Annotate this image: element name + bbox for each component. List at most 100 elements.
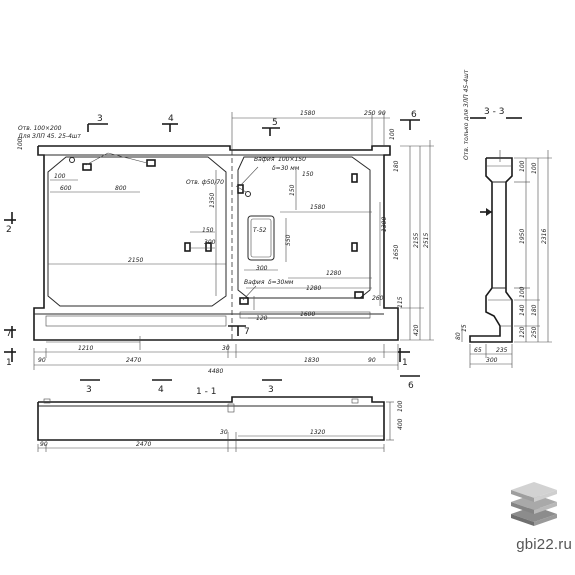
svg-text:250: 250 <box>531 326 538 338</box>
section-label-3-bottom2: 3 <box>268 385 274 395</box>
insert-5 <box>351 242 358 252</box>
svg-text:2150: 2150 <box>128 257 143 264</box>
svg-text:100: 100 <box>17 138 24 150</box>
svg-text:550: 550 <box>285 234 292 246</box>
section-1-1 <box>37 396 394 452</box>
section-label-7-left: 7 <box>6 329 12 339</box>
note-insert2-thk: δ=30мм <box>268 279 294 286</box>
leader-3 <box>235 185 247 193</box>
svg-text:90: 90 <box>38 357 46 364</box>
section-3-3 <box>461 117 552 368</box>
svg-text:1580: 1580 <box>310 204 325 211</box>
section-label-2: 2 <box>6 225 12 235</box>
svg-text:300: 300 <box>204 239 216 246</box>
svg-text:30: 30 <box>220 429 228 436</box>
round-hole-2 <box>69 157 75 163</box>
svg-text:100: 100 <box>519 160 526 172</box>
sill-left <box>45 315 227 327</box>
svg-text:1650: 1650 <box>393 245 400 260</box>
svg-text:400: 400 <box>397 418 404 430</box>
front-view <box>33 145 399 341</box>
svg-text:4480: 4480 <box>208 368 223 375</box>
site-watermark: gbi22.ru <box>516 536 572 553</box>
insert-3 <box>237 184 244 194</box>
insert-8 <box>239 297 249 305</box>
leader-2 <box>85 152 109 166</box>
stacked-slabs-icon <box>511 482 557 526</box>
svg-text:115: 115 <box>397 296 404 308</box>
note-hole-size: Отв. 100×200 <box>18 125 62 132</box>
leader-5 <box>242 285 257 301</box>
section-label-6-bottom: 6 <box>408 381 414 391</box>
section-markers <box>4 119 420 381</box>
svg-text:420: 420 <box>413 324 420 336</box>
svg-text:2155: 2155 <box>413 233 420 248</box>
section-label-3-bottom: 3 <box>86 385 92 395</box>
svg-text:300: 300 <box>486 357 498 364</box>
svg-text:600: 600 <box>60 185 72 192</box>
svg-text:90: 90 <box>368 357 376 364</box>
left-opening <box>47 156 227 307</box>
svg-text:15: 15 <box>461 324 468 332</box>
svg-text:180: 180 <box>531 304 538 316</box>
round-hole <box>245 191 251 197</box>
svg-text:2470: 2470 <box>136 441 151 448</box>
svg-text:1350: 1350 <box>209 193 216 208</box>
panel-outline <box>33 145 399 341</box>
svg-text:150: 150 <box>289 184 296 196</box>
section-label-7-mid: 7 <box>244 327 250 337</box>
svg-text:120: 120 <box>256 315 268 322</box>
insert-6 <box>184 242 191 252</box>
svg-text:235: 235 <box>496 347 508 354</box>
small-window-inner <box>250 218 272 258</box>
note-right: Отв. только для ЗЛП 45-4шт <box>463 69 470 160</box>
svg-text:800: 800 <box>115 185 127 192</box>
svg-text:2515: 2515 <box>423 233 430 248</box>
note-insert2: Вафия <box>244 279 265 286</box>
insert-9 <box>354 291 364 299</box>
svg-text:90: 90 <box>40 441 48 448</box>
section-label-4-bottom: 4 <box>158 385 164 395</box>
svg-text:250: 250 <box>364 110 376 117</box>
section-label-6-top: 6 <box>411 110 417 120</box>
section-label-4-top: 4 <box>168 114 174 124</box>
svg-text:100: 100 <box>397 400 404 412</box>
section-label-1-right: 1 <box>402 358 408 368</box>
svg-text:100: 100 <box>531 162 538 174</box>
note-insert1: Вафия <box>254 156 275 163</box>
svg-text:100: 100 <box>519 286 526 298</box>
svg-text:65: 65 <box>474 347 482 354</box>
note-hole-count: Для ЗЛП 45. 25-4шт <box>17 133 81 140</box>
svg-text:150: 150 <box>202 227 214 234</box>
svg-text:1300: 1300 <box>381 217 388 232</box>
svg-text:1210: 1210 <box>78 345 93 352</box>
note-insert1-size: 100×150 <box>278 156 306 163</box>
note-insert1-thk: δ=30 мм <box>272 165 300 172</box>
svg-text:1320: 1320 <box>310 429 325 436</box>
svg-text:2316: 2316 <box>541 229 548 244</box>
svg-text:120: 120 <box>519 326 526 338</box>
note-round-hole: Отв. ф50/70 <box>186 179 224 186</box>
section-title-1-1: 1 - 1 <box>196 387 216 397</box>
svg-text:180: 180 <box>393 160 400 172</box>
section-label-5: 5 <box>272 118 278 128</box>
insert-7 <box>205 242 212 252</box>
section-title-3-3: 3 - 3 <box>484 107 504 117</box>
front-dimensions <box>33 112 434 370</box>
mark-t52: Т-52 <box>253 227 267 234</box>
insert-2 <box>146 159 156 167</box>
svg-text:1280: 1280 <box>326 270 341 277</box>
leader-4 <box>239 166 259 187</box>
svg-text:1580: 1580 <box>300 110 315 117</box>
svg-text:90: 90 <box>378 110 386 117</box>
svg-text:1830: 1830 <box>304 357 319 364</box>
svg-text:260: 260 <box>372 295 384 302</box>
svg-text:1950: 1950 <box>519 229 526 244</box>
section-label-1-left: 1 <box>6 358 12 368</box>
svg-text:100: 100 <box>389 128 396 140</box>
svg-text:150: 150 <box>302 171 314 178</box>
svg-text:100: 100 <box>54 173 66 180</box>
insert-1 <box>82 163 92 171</box>
